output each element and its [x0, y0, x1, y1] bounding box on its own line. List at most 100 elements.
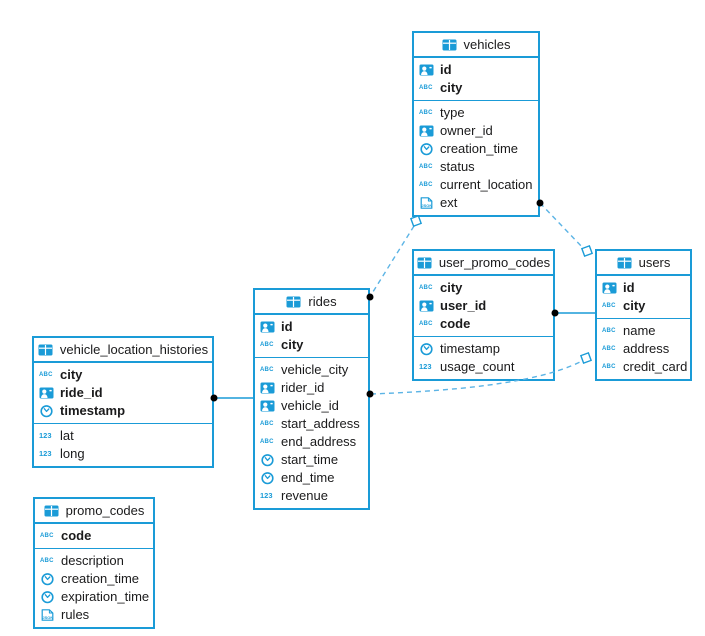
field-name: expiration_time — [61, 589, 150, 604]
field-row[interactable]: vehicle_id — [255, 397, 368, 415]
field-row[interactable]: ride_id — [34, 384, 212, 402]
field-name: rules — [61, 607, 90, 622]
field-row[interactable]: id — [414, 61, 538, 79]
field-name: end_time — [281, 470, 335, 485]
table-header[interactable]: user_promo_codes — [414, 251, 553, 276]
field-name: start_time — [281, 452, 339, 467]
123-icon: 123 — [419, 362, 432, 372]
field-name: owner_id — [440, 123, 493, 138]
user-icon — [260, 382, 277, 394]
field-name: revenue — [281, 488, 328, 503]
123-icon: 123 — [39, 431, 52, 441]
field-row[interactable]: ABC city — [34, 366, 212, 384]
abc-icon: ABC — [260, 421, 274, 427]
user-icon — [419, 64, 436, 76]
table-header[interactable]: vehicle_location_histories — [34, 338, 212, 363]
field-row[interactable]: expiration_time — [35, 588, 153, 606]
clock-icon — [40, 590, 57, 604]
user-icon — [602, 282, 619, 294]
svg-text:JSON: JSON — [421, 203, 432, 208]
table-header[interactable]: vehicles — [414, 33, 538, 58]
abc-icon: ABC — [419, 110, 433, 116]
abc-icon: ABC — [40, 558, 54, 564]
field-name: long — [60, 446, 85, 461]
abc-icon: ABC — [39, 372, 53, 378]
field-row[interactable]: ABC start_address — [255, 415, 368, 433]
field-name: city — [60, 367, 83, 382]
field-name: credit_card — [623, 359, 688, 374]
field-name: name — [623, 323, 656, 338]
field-name: id — [623, 280, 635, 295]
field-name: id — [281, 319, 293, 334]
field-row[interactable]: timestamp — [414, 340, 553, 358]
field-name: current_location — [440, 177, 533, 192]
field-row[interactable]: ABC description — [35, 552, 153, 570]
table-header[interactable]: promo_codes — [35, 499, 153, 524]
connection-vehicles-rides[interactable] — [370, 225, 415, 296]
table-name: vehicles — [463, 37, 511, 52]
field-name: timestamp — [440, 341, 500, 356]
json-icon: JSON — [419, 196, 436, 210]
field-row[interactable]: rider_id — [255, 379, 368, 397]
field-row[interactable]: start_time — [255, 451, 368, 469]
table-header[interactable]: users — [597, 251, 690, 276]
field-row[interactable]: creation_time — [35, 570, 153, 588]
field-row[interactable]: end_time — [255, 469, 368, 487]
field-name: status — [440, 159, 475, 174]
field-row[interactable]: owner_id — [414, 122, 538, 140]
field-row[interactable]: timestamp — [34, 402, 212, 420]
field-row[interactable]: id — [255, 318, 368, 336]
field-name: vehicle_id — [281, 398, 339, 413]
field-name: city — [440, 80, 463, 95]
field-row[interactable]: user_id — [414, 297, 553, 315]
user-icon — [260, 400, 277, 412]
field-name: creation_time — [61, 571, 140, 586]
field-name: description — [61, 553, 124, 568]
abc-icon: ABC — [602, 346, 616, 352]
table-header[interactable]: rides — [255, 290, 368, 315]
user-icon — [419, 125, 436, 137]
table-icon — [442, 39, 459, 51]
table-icon — [38, 344, 55, 356]
field-row[interactable]: id — [597, 279, 690, 297]
field-row[interactable]: creation_time — [414, 140, 538, 158]
field-name: ride_id — [60, 385, 103, 400]
field-name: start_address — [281, 416, 360, 431]
table-icon — [286, 296, 303, 308]
key-columns-section: ABC city ride_id timestamp — [34, 363, 212, 423]
field-name: rider_id — [281, 380, 325, 395]
abc-icon: ABC — [419, 285, 433, 291]
connection-vehicles-users[interactable] — [539, 202, 584, 249]
field-name: vehicle_city — [281, 362, 349, 377]
